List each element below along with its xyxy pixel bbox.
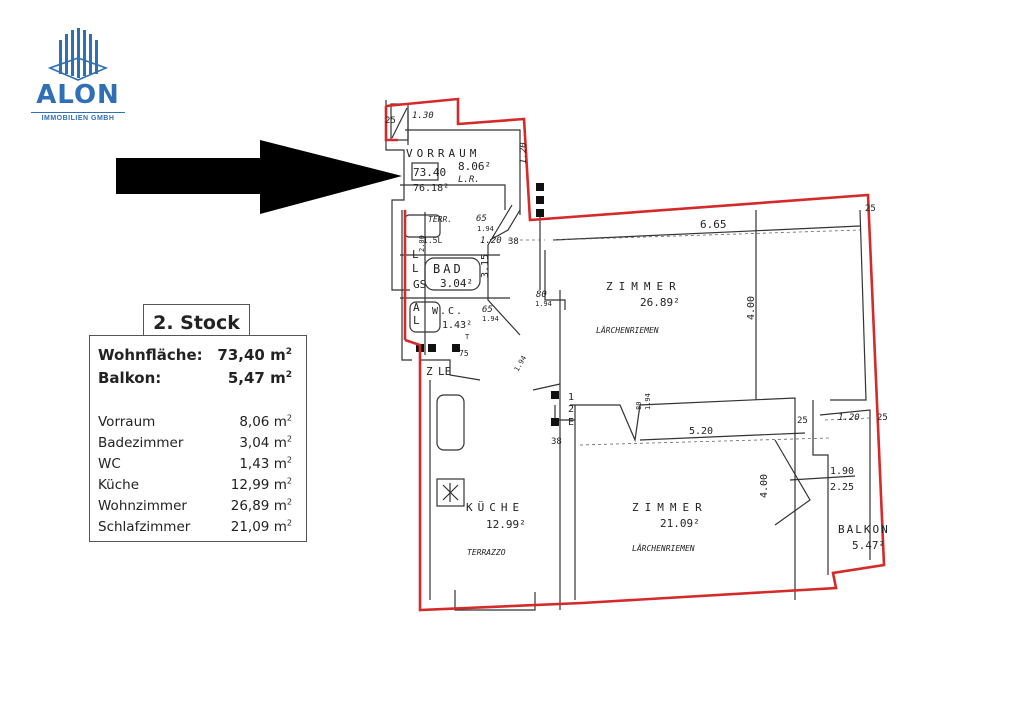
area-summary-table: Wohnfläche: 73,40 m2 Balkon: 5,47 m2 Vor… bbox=[89, 335, 307, 542]
svg-text:6.65: 6.65 bbox=[700, 218, 727, 231]
svg-text:25: 25 bbox=[385, 116, 396, 126]
svg-text:1.30: 1.30 bbox=[412, 111, 434, 121]
apartment-outline bbox=[384, 97, 886, 612]
svg-text:8.06²: 8.06² bbox=[458, 160, 491, 173]
svg-text:1: 1 bbox=[568, 392, 574, 403]
svg-text:1.94: 1.94 bbox=[482, 315, 499, 323]
bad-label: BAD bbox=[433, 262, 464, 276]
vorraum-label: VORRAUM bbox=[406, 147, 480, 160]
balcony-area-row: Balkon: 5,47 m2 bbox=[98, 369, 292, 387]
svg-text:38: 38 bbox=[551, 437, 562, 447]
balkon-label: BALKON bbox=[838, 523, 890, 536]
svg-text:2.00: 2.00 bbox=[418, 235, 426, 252]
svg-text:1.43²: 1.43² bbox=[442, 320, 472, 331]
svg-text:L: L bbox=[413, 314, 420, 327]
svg-text:80: 80 bbox=[635, 402, 643, 410]
svg-text:1.20: 1.20 bbox=[519, 142, 529, 164]
building-icon bbox=[47, 28, 109, 81]
svg-text:26.89²: 26.89² bbox=[640, 296, 680, 309]
dimension-lines bbox=[508, 229, 871, 446]
row-label: Wohnfläche: bbox=[98, 346, 203, 364]
svg-text:38: 38 bbox=[508, 237, 519, 247]
room-row: WC 1,43 m2 bbox=[98, 454, 292, 472]
svg-text:4.00: 4.00 bbox=[746, 296, 757, 320]
svg-text:5.20: 5.20 bbox=[689, 426, 713, 437]
svg-text:2: 2 bbox=[568, 404, 574, 415]
svg-text:25: 25 bbox=[865, 204, 876, 214]
svg-text:25: 25 bbox=[877, 413, 888, 423]
svg-text:1.94: 1.94 bbox=[644, 393, 652, 410]
svg-text:3.15: 3.15 bbox=[480, 254, 491, 278]
svg-text:1.20: 1.20 bbox=[480, 236, 502, 246]
svg-text:21.09²: 21.09² bbox=[660, 517, 700, 530]
svg-text:65: 65 bbox=[476, 214, 487, 224]
row-value: 5,47 m2 bbox=[227, 369, 292, 387]
svg-text:T: T bbox=[465, 333, 470, 341]
company-logo: ALON IMMOBILIEN GMBH bbox=[28, 28, 128, 128]
svg-text:65: 65 bbox=[482, 305, 493, 315]
svg-text:5.47²: 5.47² bbox=[852, 539, 885, 552]
room-row: Schlafzimmer 21,09 m2 bbox=[98, 517, 292, 535]
svg-text:1.5L: 1.5L bbox=[423, 236, 442, 245]
floor-label: 2. Stock bbox=[143, 304, 250, 337]
total-living-area-row: Wohnfläche: 73,40 m2 bbox=[98, 346, 292, 364]
wc-label: W.C. bbox=[432, 306, 464, 317]
room-row: Vorraum 8,06 m2 bbox=[98, 412, 292, 430]
zimmer-1-label: ZIMMER bbox=[606, 280, 682, 293]
plan-marks: GS L L A L LE Z 1 2 E T bbox=[412, 248, 574, 428]
logo-name: ALON bbox=[36, 80, 120, 110]
logo-divider bbox=[31, 112, 125, 113]
room-row: Wohnzimmer 26,89 m2 bbox=[98, 496, 292, 514]
svg-text:1.94: 1.94 bbox=[477, 225, 494, 233]
svg-text:2.25: 2.25 bbox=[830, 482, 854, 493]
svg-text:Z: Z bbox=[426, 365, 433, 378]
svg-text:L: L bbox=[412, 248, 419, 261]
svg-text:L.R.: L.R. bbox=[458, 175, 480, 185]
room-labels: VORRAUM 8.06² L.R. 73.40 76.18² TERR. BA… bbox=[406, 147, 890, 557]
svg-text:25: 25 bbox=[797, 416, 808, 426]
pointer-arrow-icon bbox=[116, 140, 402, 214]
svg-text:1.20: 1.20 bbox=[838, 413, 860, 423]
svg-text:1.94: 1.94 bbox=[513, 354, 528, 373]
logo-subtitle: IMMOBILIEN GMBH bbox=[41, 115, 115, 122]
svg-text:GS: GS bbox=[413, 278, 426, 291]
svg-text:LÄRCHENRIEMEN: LÄRCHENRIEMEN bbox=[632, 543, 695, 553]
svg-text:E: E bbox=[568, 417, 574, 428]
kueche-label: KÜCHE bbox=[466, 501, 524, 514]
svg-text:L: L bbox=[412, 262, 419, 275]
svg-text:TERRAZZO: TERRAZZO bbox=[467, 548, 506, 557]
svg-text:75: 75 bbox=[459, 349, 469, 358]
svg-text:TERR.: TERR. bbox=[428, 215, 452, 224]
row-value: 73,40 m2 bbox=[217, 346, 292, 364]
svg-text:LE: LE bbox=[438, 365, 451, 378]
room-row: Badezimmer 3,04 m2 bbox=[98, 433, 292, 451]
row-label: Balkon: bbox=[98, 369, 162, 387]
svg-text:76.18²: 76.18² bbox=[413, 183, 449, 194]
svg-text:4.00: 4.00 bbox=[759, 474, 770, 498]
boxed-total: 73.40 bbox=[413, 166, 446, 179]
svg-text:A: A bbox=[413, 301, 420, 314]
zimmer-2-label: ZIMMER bbox=[632, 501, 708, 514]
room-row: Küche 12,99 m2 bbox=[98, 475, 292, 493]
svg-text:80: 80 bbox=[536, 290, 547, 300]
svg-text:1.94: 1.94 bbox=[535, 300, 552, 308]
svg-text:1.90: 1.90 bbox=[830, 466, 854, 477]
svg-text:12.99²: 12.99² bbox=[486, 518, 526, 531]
svg-text:3.04²: 3.04² bbox=[440, 277, 473, 290]
plan-walls bbox=[385, 100, 871, 611]
svg-text:LÄRCHENRIEMEN: LÄRCHENRIEMEN bbox=[596, 325, 659, 335]
